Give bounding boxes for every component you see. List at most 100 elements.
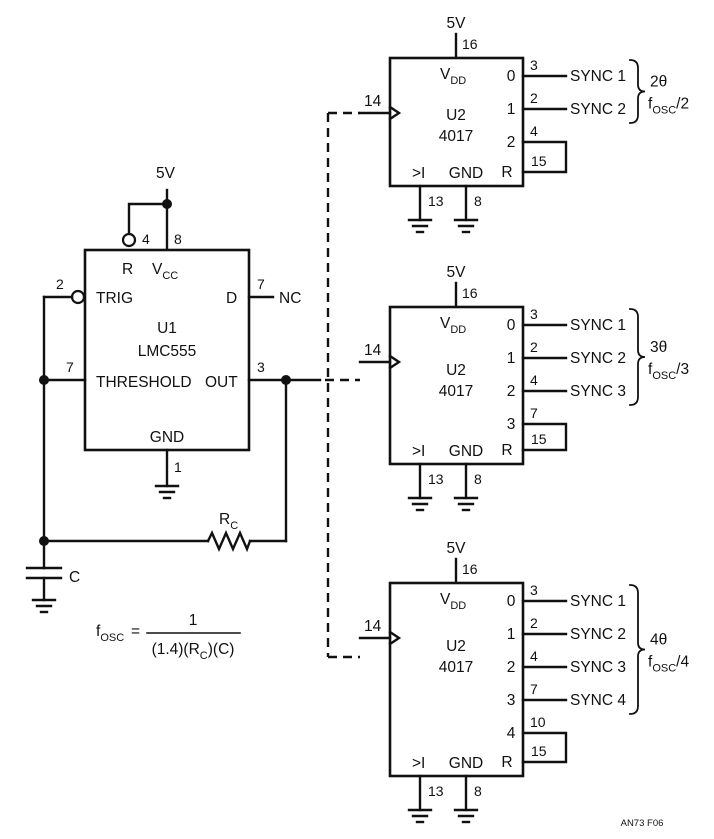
counter-vdd-label: VDD [440,591,466,612]
threshold-junction [39,375,49,385]
counter-part: 4017 [439,659,473,676]
counter-pin-vdd-number: 16 [462,285,478,301]
u1-timer: 5V 4 8 R VCC TRIG D U1 LMC555 THRESHOLD … [42,165,322,500]
u1-pin-r-label: R [122,261,133,278]
u1-supply-label: 5V [156,165,176,182]
counter-pin-vdd-number: 16 [462,36,478,52]
counter-sync-label: SYNC 3 [570,659,626,676]
counter-q-pin-number: 3 [530,306,538,322]
frequency-formula: fOSC = 1 (1.4)(RC)(C) [96,612,241,662]
counter-ref: U2 [446,638,466,655]
counter-q-label: 2 [507,383,516,400]
counter-gnd-label: GND [449,755,483,772]
u1-pin-trig-label: TRIG [96,290,133,307]
counter-q-pin-number: 3 [530,57,538,73]
counter-q-pin-number: 2 [530,615,538,631]
u1-pin-threshold-number: 7 [66,359,74,375]
counter-sync-label: SYNC 3 [570,383,626,400]
u1-pin-gnd-label: GND [150,429,184,446]
u1-trig-pin-circle [70,289,86,305]
counter-sync-label: SYNC 4 [570,692,626,709]
counter-pin-gnd-number: 8 [474,783,482,799]
counter-supply-label: 5V [447,264,467,281]
counter-inh-label: >I [412,755,425,772]
u1-pin-trig-number: 2 [56,276,64,292]
counter-bracket [629,308,646,406]
counter-pin-gnd-number: 8 [474,193,482,209]
clock-bus [325,111,360,659]
counter-clock-triangle [388,105,402,121]
counter-bracket [629,59,646,124]
counter-sync-label: SYNC 2 [570,350,626,367]
counter-gnd-ground-symbol [453,808,479,824]
u1-pin-d-number: 7 [257,276,265,292]
counter-reset-pin-number: 15 [531,153,547,169]
counter-pin-vdd-number: 16 [462,561,478,577]
counter-clock-triangle [388,354,402,370]
counter-reset-label: R [501,442,512,459]
counter-pin-clk-number: 14 [364,618,382,635]
formula-numerator: 1 [189,612,198,629]
counter-body [388,581,525,778]
counter-q-pin-number: 7 [530,681,538,697]
timing-capacitor [25,566,63,602]
counter-reset-q-label: 4 [507,725,516,742]
counter-inh-ground-symbol [407,218,433,234]
counter-bracket [629,584,646,715]
counter-reset-pin-number: 15 [531,431,547,447]
counter-gnd-label: GND [449,443,483,460]
counter-phase-label: 2θ [650,74,667,91]
counter-inh-label: >I [412,443,425,460]
counter-q-label: 0 [507,593,516,610]
counter-vdd-label: VDD [440,66,466,87]
counter-gnd-ground-symbol [453,496,479,512]
counter-q-pin-number: 4 [530,648,538,664]
u1-reset-pin-circle [121,232,137,248]
counter-q-label: 1 [507,350,516,367]
counter-gnd-label: GND [449,165,483,182]
counter-q-pin-number: 2 [530,90,538,106]
counter-q-label: 3 [507,692,516,709]
counter-q-pin-number: 3 [530,582,538,598]
counter-q-label: 1 [507,626,516,643]
counter-body [388,56,525,188]
counter-part: 4017 [439,128,473,145]
counter-fosc-label: fOSC/3 [648,361,689,382]
u1-pin-threshold-label: THRESHOLD [96,374,192,391]
counter-reset-q-pin-number: 4 [530,123,538,139]
u1-pin-vcc-label: VCC [152,261,178,282]
u1-pin-r-number: 4 [142,231,150,247]
u1-body [83,248,251,452]
timing-network: RC C [25,295,291,614]
counter-gnd-ground-symbol [453,218,479,234]
u1-ref: U1 [157,320,177,337]
counter-ref: U2 [446,362,466,379]
counter-reset-q-pin-number: 10 [530,714,546,730]
counter-pin-inh-number: 13 [428,783,444,799]
counter-reset-label: R [501,754,512,771]
counter-q-label: 0 [507,68,516,85]
counter-pin-inh-number: 13 [428,193,444,209]
counter-inh-label: >I [412,165,425,182]
counter-reset-loop [521,731,568,764]
formula-denominator: (1.4)(RC)(C) [152,641,235,662]
counter-pin-clk-number: 14 [364,93,382,110]
counter-sync-label: SYNC 2 [570,626,626,643]
counter-phase-label: 4θ [650,632,667,649]
rc-label: RC [219,511,238,532]
counter-pin-clk-number: 14 [364,342,382,359]
counter-phase-label: 3θ [650,339,667,356]
counter-reset-q-label: 2 [507,134,516,151]
counter-q-pin-number: 2 [530,339,538,355]
rc-resistor [206,530,252,553]
counter-sync-label: SYNC 1 [570,593,626,610]
counter-supply-label: 5V [447,540,467,557]
counter-inh-ground-symbol [407,808,433,824]
cap-label: C [69,569,80,586]
counter-vdd-label: VDD [440,315,466,336]
